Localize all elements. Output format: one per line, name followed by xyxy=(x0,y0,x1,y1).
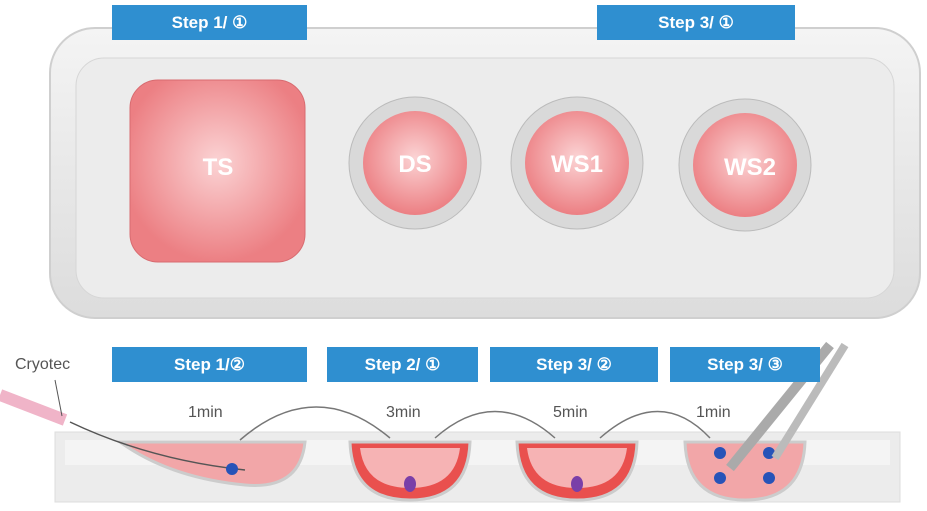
time-label-1: 1min xyxy=(188,404,223,421)
step-2-1-label: Step 2/ ① xyxy=(327,347,478,382)
ws2-well xyxy=(678,98,812,232)
cryotec-label: Cryotec xyxy=(15,356,71,373)
ws1-label: WS1 xyxy=(550,151,604,178)
cryotec-icon xyxy=(0,379,246,475)
ws2-label: WS2 xyxy=(723,154,777,181)
ts-label: TS xyxy=(202,154,234,181)
ds-well xyxy=(348,96,482,230)
time-label-2: 3min xyxy=(386,404,421,421)
well-2 xyxy=(348,440,472,502)
well-3 xyxy=(515,440,639,502)
ts-well xyxy=(129,79,306,263)
time-label-4: 1min xyxy=(696,404,731,421)
ds-label: DS xyxy=(398,151,432,178)
time-label-3: 5min xyxy=(553,404,588,421)
ws1-well xyxy=(510,96,644,230)
step-1-2-label: Step 1/② xyxy=(112,347,307,382)
transfer-arrows xyxy=(239,406,711,441)
well-1 xyxy=(115,440,307,487)
step-3-3-label: Step 3/ ③ xyxy=(670,347,820,382)
step-3-1-label: Step 3/ ① xyxy=(597,5,795,40)
step-3-2-label: Step 3/ ② xyxy=(490,347,658,382)
step-1-1-label: Step 1/ ① xyxy=(112,5,307,40)
